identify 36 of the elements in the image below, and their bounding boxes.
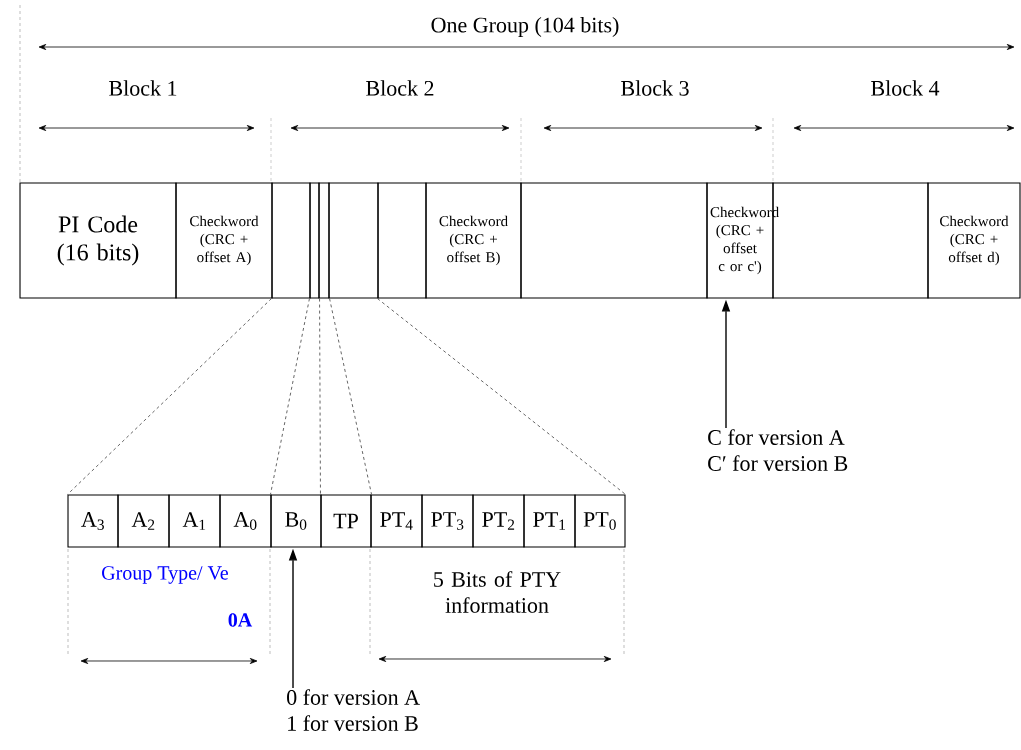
annotation-text: 0 for version A 1 for version B — [287, 689, 420, 731]
bit-cell: PT$_{1}$ — [523, 494, 576, 548]
bit-cell — [328, 182, 379, 299]
bit-cell — [309, 182, 320, 299]
field-value: 0A — [228, 613, 253, 627]
block-label: Block 3 — [621, 80, 689, 96]
field-box: PI Code (16 bits) — [19, 182, 177, 299]
field-box: Checkword (CRC + offset A) — [175, 182, 273, 299]
bit-cell: A$_{3}$ — [67, 494, 119, 548]
bit-cell: TP — [320, 494, 372, 548]
bit-cell: PT$_{0}$ — [574, 494, 626, 548]
field-box: Checkword (CRC + offset B) — [425, 182, 522, 299]
projection-line — [269, 298, 310, 495]
field-description: 5 Bits of PTY information — [434, 571, 561, 613]
bit-cell — [520, 182, 708, 299]
bit-cell: B$_{0}$ — [270, 494, 322, 548]
bit-cell — [271, 182, 311, 299]
annotation-text: C for version A C′ for version B — [708, 429, 848, 471]
bit-cell — [377, 182, 427, 299]
bit-cell: PT$_{4}$ — [370, 494, 423, 548]
field-description: Group Type/ Ve — [102, 566, 228, 584]
projection-line — [66, 298, 272, 495]
bit-cell: A$_{2}$ — [117, 494, 170, 548]
field-box: Checkword (CRC + offset d) — [927, 182, 1021, 299]
bit-cell: A$_{1}$ — [168, 494, 221, 548]
block-label: Block 2 — [366, 80, 434, 96]
projection-line — [376, 298, 627, 495]
projection-line — [319, 298, 321, 495]
group-size-label: One Group (104 bits) — [431, 17, 619, 37]
block-label: Block 4 — [871, 80, 940, 96]
bit-cell — [318, 182, 330, 299]
block-label: Block 1 — [109, 80, 177, 96]
bit-cell: PT$_{3}$ — [421, 494, 474, 548]
projection-line — [329, 298, 373, 495]
bit-cell: PT$_{2}$ — [472, 494, 525, 548]
bit-cell: A$_{0}$ — [219, 494, 272, 548]
